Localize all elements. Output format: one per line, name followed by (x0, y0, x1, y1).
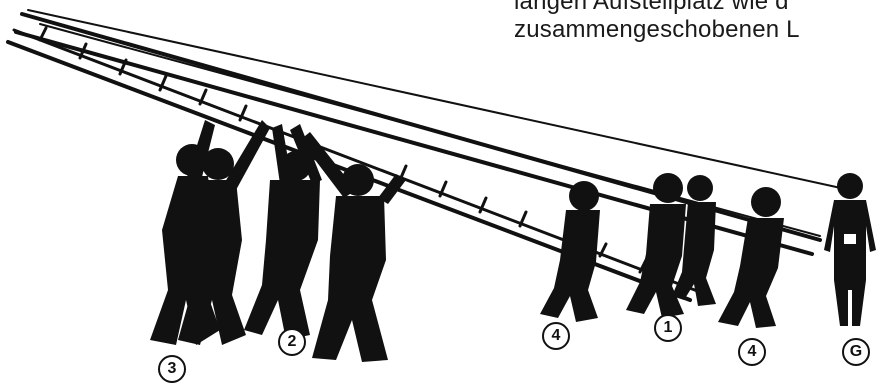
marker-4-left: 4 (542, 322, 570, 350)
marker-2: 2 (278, 328, 306, 356)
firefighter-group-right (540, 173, 784, 328)
ladder (8, 10, 850, 300)
group-leader-figure (824, 173, 876, 326)
marker-4-right: 4 (738, 338, 766, 366)
marker-g: G (842, 338, 870, 366)
marker-1: 1 (654, 314, 682, 342)
firefighter-group-left (150, 120, 406, 362)
marker-3: 3 (158, 355, 186, 383)
